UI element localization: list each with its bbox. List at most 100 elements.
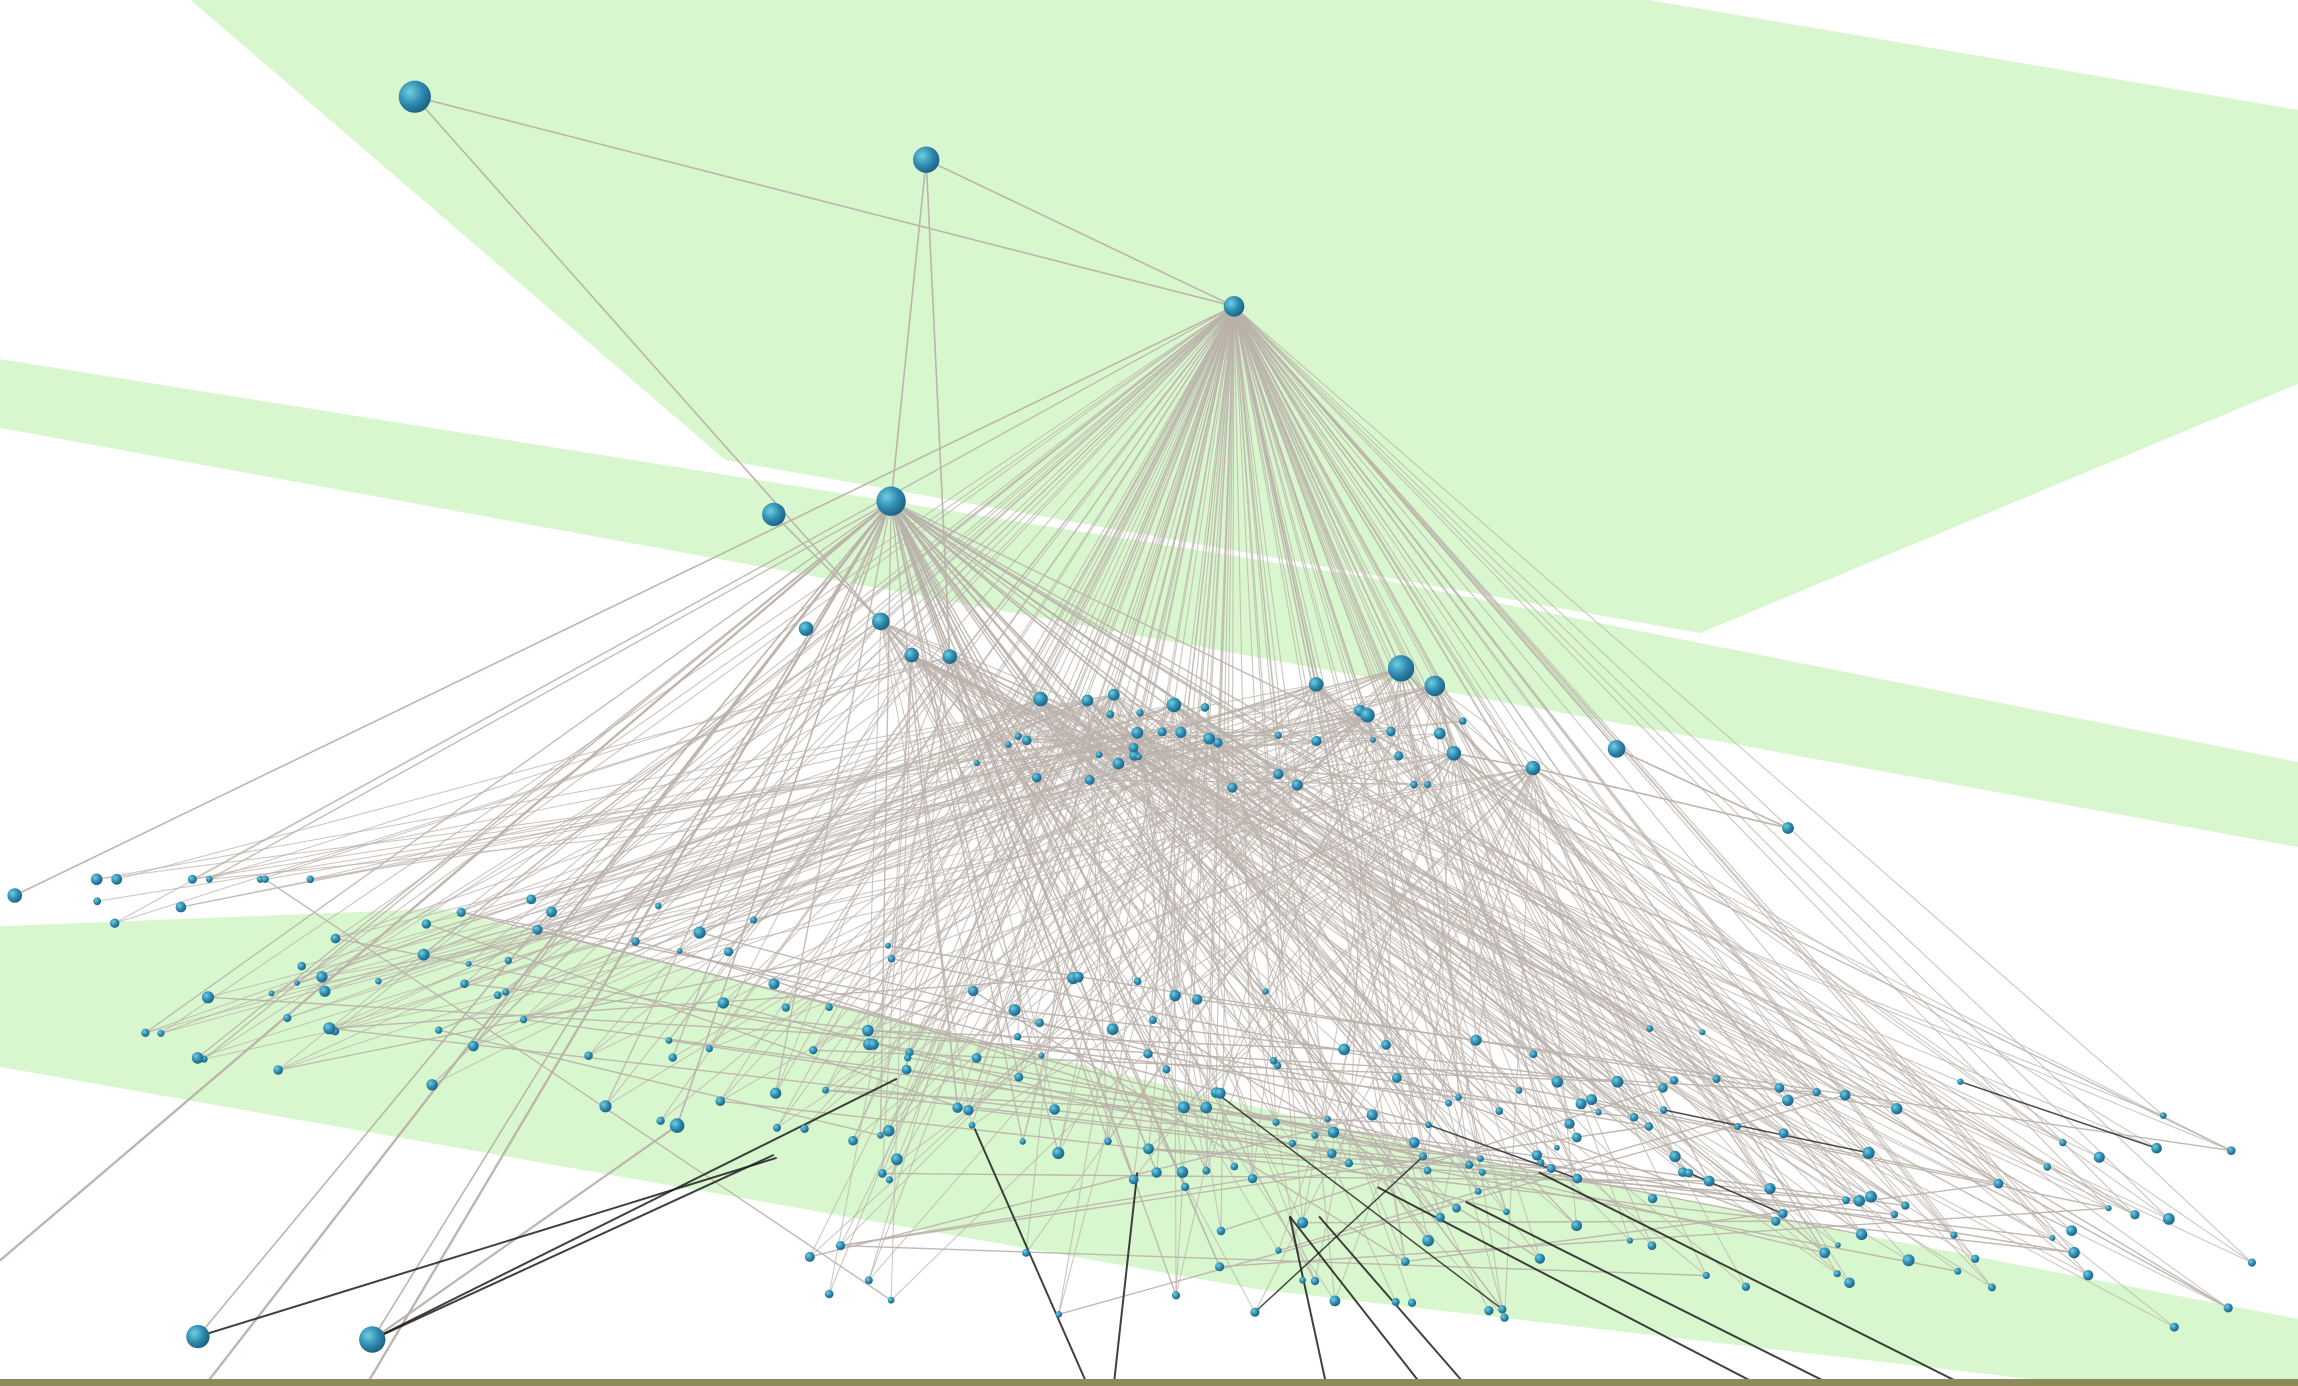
network-node[interactable]: [1423, 1166, 1432, 1175]
network-node[interactable]: [1192, 994, 1203, 1005]
network-node[interactable]: [1901, 1201, 1910, 1210]
network-node[interactable]: [502, 988, 510, 996]
hub-node[interactable]: [913, 146, 940, 173]
network-node[interactable]: [1273, 768, 1284, 780]
network-node[interactable]: [1782, 1094, 1794, 1107]
network-node[interactable]: [1684, 1168, 1694, 1178]
network-node[interactable]: [1072, 971, 1084, 983]
network-node[interactable]: [1299, 1276, 1306, 1284]
network-node[interactable]: [1052, 1147, 1065, 1159]
hub-node[interactable]: [1424, 675, 1446, 697]
network-node[interactable]: [1128, 742, 1139, 753]
network-node[interactable]: [768, 978, 780, 990]
network-node[interactable]: [1175, 726, 1187, 739]
network-node[interactable]: [864, 1276, 873, 1285]
network-node[interactable]: [2223, 1303, 2233, 1313]
network-node[interactable]: [2043, 1163, 2051, 1171]
hub-node[interactable]: [1308, 677, 1324, 692]
network-node[interactable]: [1774, 1082, 1785, 1093]
network-node[interactable]: [532, 924, 543, 935]
network-node[interactable]: [1571, 1132, 1582, 1143]
network-node[interactable]: [1022, 1249, 1030, 1257]
network-node[interactable]: [1151, 1167, 1162, 1178]
network-node[interactable]: [110, 918, 120, 928]
network-node[interactable]: [1586, 1094, 1598, 1105]
network-node[interactable]: [2159, 1112, 2167, 1119]
network-node[interactable]: [1503, 1208, 1510, 1216]
network-node[interactable]: [465, 960, 472, 967]
network-node[interactable]: [1835, 1242, 1841, 1248]
network-node[interactable]: [93, 897, 102, 906]
network-node[interactable]: [1950, 1231, 1958, 1239]
network-node[interactable]: [1891, 1103, 1903, 1115]
network-node[interactable]: [1143, 1049, 1153, 1059]
network-node[interactable]: [1386, 726, 1396, 737]
network-node[interactable]: [1764, 1183, 1776, 1195]
network-node[interactable]: [1495, 1107, 1504, 1115]
network-node[interactable]: [191, 1052, 204, 1064]
network-node[interactable]: [1136, 709, 1144, 717]
network-node[interactable]: [1833, 1270, 1841, 1278]
network-node[interactable]: [1055, 1311, 1063, 1318]
network-node[interactable]: [1571, 1220, 1582, 1232]
network-node[interactable]: [1213, 737, 1223, 748]
network-node[interactable]: [971, 1053, 982, 1063]
network-node[interactable]: [1296, 1217, 1309, 1229]
network-node[interactable]: [973, 760, 980, 766]
network-node[interactable]: [1515, 1087, 1523, 1094]
network-node[interactable]: [717, 997, 729, 1009]
hub-node[interactable]: [798, 621, 814, 636]
network-node[interactable]: [2247, 1258, 2256, 1267]
network-node[interactable]: [1324, 1115, 1331, 1123]
network-node[interactable]: [1171, 1291, 1181, 1300]
network-node[interactable]: [1433, 727, 1446, 740]
hub-node[interactable]: [669, 1118, 685, 1133]
network-node[interactable]: [1019, 1138, 1026, 1145]
hub-node[interactable]: [942, 649, 957, 664]
network-node[interactable]: [1180, 1182, 1190, 1192]
network-node[interactable]: [1035, 1018, 1044, 1028]
network-node[interactable]: [1014, 1072, 1024, 1082]
network-node[interactable]: [1853, 1195, 1866, 1207]
network-node[interactable]: [187, 874, 197, 884]
hub-node[interactable]: [1033, 691, 1048, 707]
network-node[interactable]: [809, 1046, 818, 1055]
network-node[interactable]: [1551, 1076, 1564, 1088]
hub-node[interactable]: [1107, 688, 1120, 701]
network-node[interactable]: [862, 1024, 874, 1037]
network-node[interactable]: [1646, 1025, 1654, 1032]
network-node[interactable]: [504, 956, 512, 965]
network-node[interactable]: [526, 894, 537, 905]
network-node[interactable]: [877, 1132, 884, 1139]
hub-node[interactable]: [1360, 707, 1375, 723]
network-node[interactable]: [175, 901, 187, 913]
hub-node[interactable]: [876, 486, 906, 516]
network-node[interactable]: [1484, 1306, 1494, 1316]
network-node[interactable]: [1250, 1307, 1260, 1317]
network-node[interactable]: [1712, 1075, 1721, 1083]
network-node[interactable]: [519, 1015, 528, 1024]
network-node[interactable]: [715, 1096, 726, 1106]
network-node[interactable]: [1262, 988, 1269, 995]
network-node[interactable]: [1993, 1178, 2004, 1189]
network-node[interactable]: [1230, 1162, 1239, 1171]
network-node[interactable]: [1216, 1226, 1226, 1236]
network-node[interactable]: [201, 991, 215, 1004]
network-node[interactable]: [1957, 1078, 1964, 1085]
network-node[interactable]: [1478, 1168, 1486, 1176]
network-node[interactable]: [1370, 736, 1376, 743]
hub-node[interactable]: [1387, 655, 1415, 682]
network-node[interactable]: [546, 906, 557, 918]
network-node[interactable]: [1455, 1093, 1462, 1101]
network-node[interactable]: [1536, 1158, 1545, 1167]
network-node[interactable]: [1106, 1023, 1119, 1035]
network-node[interactable]: [1095, 751, 1103, 759]
network-node[interactable]: [1106, 710, 1115, 719]
network-node[interactable]: [1778, 1208, 1788, 1219]
network-node[interactable]: [693, 926, 706, 939]
network-node[interactable]: [1408, 1137, 1420, 1148]
network-node[interactable]: [1464, 1160, 1474, 1169]
network-node[interactable]: [1038, 1052, 1045, 1059]
network-node[interactable]: [1954, 1267, 1962, 1275]
network-node[interactable]: [330, 933, 341, 944]
